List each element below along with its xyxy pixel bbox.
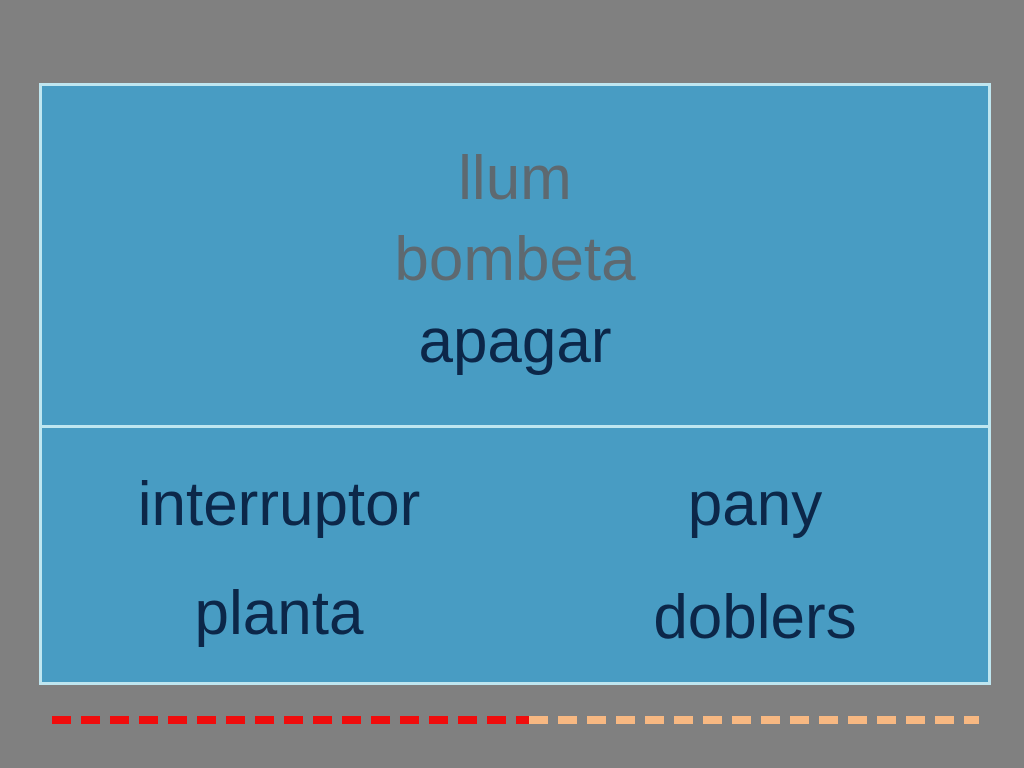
timer-bar bbox=[52, 716, 979, 724]
option-interruptor[interactable]: interruptor bbox=[137, 470, 421, 539]
prompt-word: apagar bbox=[418, 307, 612, 376]
word-card: llum bombeta apagar interruptor pany pla… bbox=[39, 83, 991, 685]
timer-elapsed bbox=[52, 716, 530, 724]
timer-remaining bbox=[529, 716, 979, 724]
card-divider bbox=[42, 425, 988, 428]
taboo-word-1: llum bbox=[458, 144, 572, 213]
option-doblers[interactable]: doblers bbox=[653, 583, 857, 652]
option-pany[interactable]: pany bbox=[687, 470, 823, 539]
taboo-word-2: bombeta bbox=[394, 225, 636, 294]
option-planta[interactable]: planta bbox=[194, 579, 364, 648]
